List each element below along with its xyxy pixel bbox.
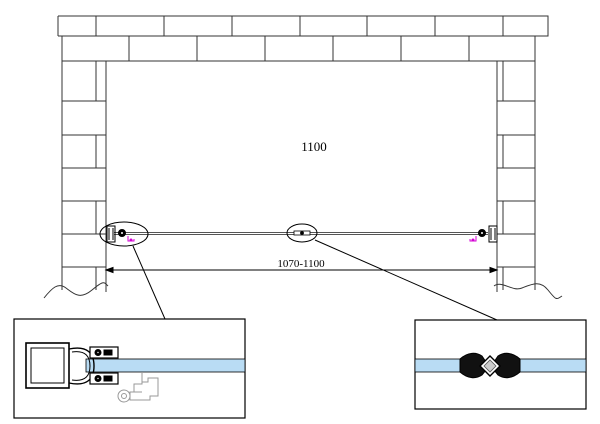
right-wall-profile bbox=[478, 225, 498, 243]
center-leader-line bbox=[314, 239, 498, 321]
wall-profile-detail bbox=[13, 318, 246, 419]
right-magenta-marker bbox=[469, 236, 477, 242]
detail-glass-panel bbox=[85, 358, 246, 373]
brick-wall bbox=[43, 15, 563, 299]
dimension-label: 1070-1100 bbox=[277, 258, 325, 270]
left-wall-profile bbox=[106, 225, 126, 243]
left-callout-ellipse bbox=[99, 221, 149, 247]
opening-width-label: 1100 bbox=[301, 139, 327, 154]
center-connector bbox=[293, 230, 311, 236]
detail-glass-clamp bbox=[89, 346, 119, 385]
glass-connector-detail bbox=[414, 319, 587, 410]
left-leader-line bbox=[132, 245, 166, 320]
detail-wall-profile bbox=[25, 342, 95, 389]
detail-bracket-outline bbox=[117, 372, 159, 403]
dimension-line bbox=[104, 266, 499, 274]
center-callout-ellipse bbox=[286, 223, 318, 243]
left-magenta-marker bbox=[127, 236, 135, 242]
detail-hinge-knuckle bbox=[479, 355, 501, 377]
